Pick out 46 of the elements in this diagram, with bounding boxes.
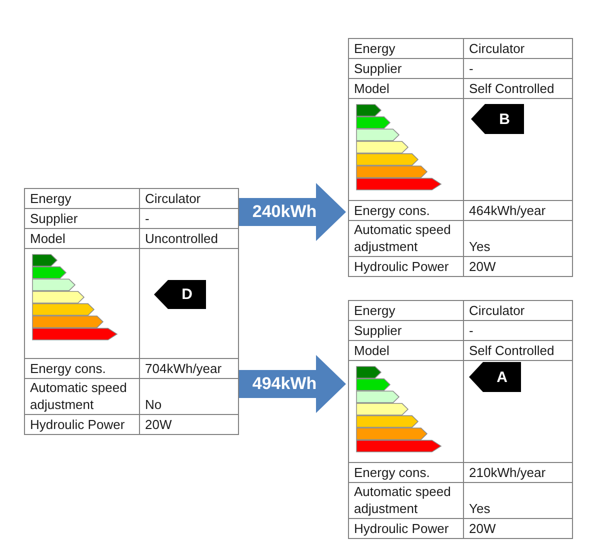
rating-arrow: B <box>471 104 524 134</box>
property-value: 464kWh/year <box>468 202 547 220</box>
edge-label: 240kWh <box>252 202 317 222</box>
property-value: 20W <box>144 416 173 434</box>
property-name: Energy cons. <box>349 201 464 220</box>
property-name: Supplier <box>25 209 140 228</box>
property-name: Automatic speed adjustment <box>349 483 464 518</box>
property-name: Model <box>25 229 140 248</box>
property-name: Supplier <box>349 321 464 340</box>
property-name: Automatic speed adjustment <box>349 221 464 256</box>
energy-label-table <box>348 38 573 277</box>
property-name: Energy <box>349 39 464 58</box>
property-name: Hydroulic Power <box>349 257 464 276</box>
property-value: 704kWh/year <box>144 360 223 378</box>
property-value: Self Controlled <box>468 80 556 98</box>
property-name: Automatic speed adjustment <box>25 379 140 414</box>
property-name: Model <box>349 341 464 360</box>
property-value: - <box>468 60 474 78</box>
property-value: No <box>144 396 163 414</box>
energy-label-table <box>348 300 573 539</box>
property-value: - <box>468 322 474 340</box>
energy-label-table <box>24 188 239 435</box>
property-value: 20W <box>468 520 497 538</box>
property-value: Uncontrolled <box>144 230 219 248</box>
property-value: 20W <box>468 258 497 276</box>
rating-arrow: D <box>154 280 206 309</box>
property-name: Energy <box>25 189 140 208</box>
property-name: Energy cons. <box>25 359 140 378</box>
property-name: Hydroulic Power <box>25 415 140 434</box>
property-value: Self Controlled <box>468 342 556 360</box>
property-name: Model <box>349 79 464 98</box>
edge-label: 494kWh <box>252 374 317 394</box>
property-name: Hydroulic Power <box>349 519 464 538</box>
property-value: Yes <box>468 238 492 256</box>
block-arrow <box>239 355 346 413</box>
property-value: 210kWh/year <box>468 464 547 482</box>
property-value: Circulator <box>468 302 526 320</box>
property-value: Yes <box>468 500 492 518</box>
property-name: Energy cons. <box>349 463 464 482</box>
property-name: Energy <box>349 301 464 320</box>
property-value: Circulator <box>144 190 202 208</box>
block-arrow <box>239 183 346 241</box>
rating-arrow: A <box>469 362 521 392</box>
property-name: Supplier <box>349 59 464 78</box>
property-value: Circulator <box>468 40 526 58</box>
property-value: - <box>144 210 150 228</box>
